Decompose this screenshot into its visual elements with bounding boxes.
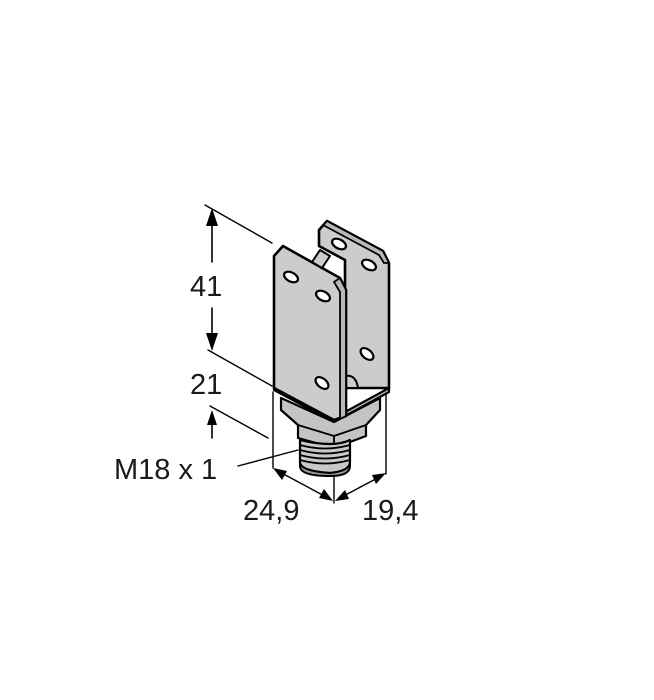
- plate-connector: [311, 249, 331, 269]
- thread-ring: [299, 459, 351, 465]
- thread-leader-line: [237, 449, 299, 467]
- extension-line-top: [204, 204, 273, 244]
- dimension-41-label: 41: [190, 271, 222, 303]
- base-round: [344, 374, 359, 389]
- slot-icon: [314, 289, 332, 303]
- thread-ring: [299, 449, 351, 455]
- dimension-24-9-label: 24,9: [243, 495, 299, 527]
- arrowhead-down-icon: [206, 333, 218, 351]
- back-plate-edge: [318, 220, 390, 264]
- front-plate-edge: [333, 277, 347, 420]
- thread-ring: [299, 444, 351, 450]
- dimension-19-4-label: 19,4: [362, 495, 418, 527]
- arrowhead-right-2-icon: [372, 473, 386, 484]
- slot-icon: [359, 346, 375, 362]
- hex-nut: [279, 396, 382, 450]
- arrowhead-up-icon: [206, 208, 218, 226]
- thread-label: M18 x 1: [114, 454, 217, 486]
- slot-icon: [314, 375, 330, 391]
- slot-icon: [282, 270, 300, 284]
- nut-edge: [333, 424, 367, 437]
- slot-icon: [360, 258, 378, 272]
- arrowhead-up-small-icon: [207, 410, 217, 425]
- arrowhead-left-2-icon: [335, 490, 349, 501]
- nut-edge: [297, 424, 335, 437]
- arrowhead-left-icon: [273, 468, 287, 480]
- extension-line-bottom: [209, 405, 269, 439]
- extension-line-middle: [207, 349, 273, 387]
- slot-icon: [330, 237, 348, 251]
- thread-base: [299, 461, 351, 477]
- arrowhead-right-icon: [319, 489, 333, 501]
- dimension-21-label: 21: [190, 369, 222, 401]
- dim-24-9-line: [275, 469, 331, 500]
- thread-ring: [299, 454, 351, 460]
